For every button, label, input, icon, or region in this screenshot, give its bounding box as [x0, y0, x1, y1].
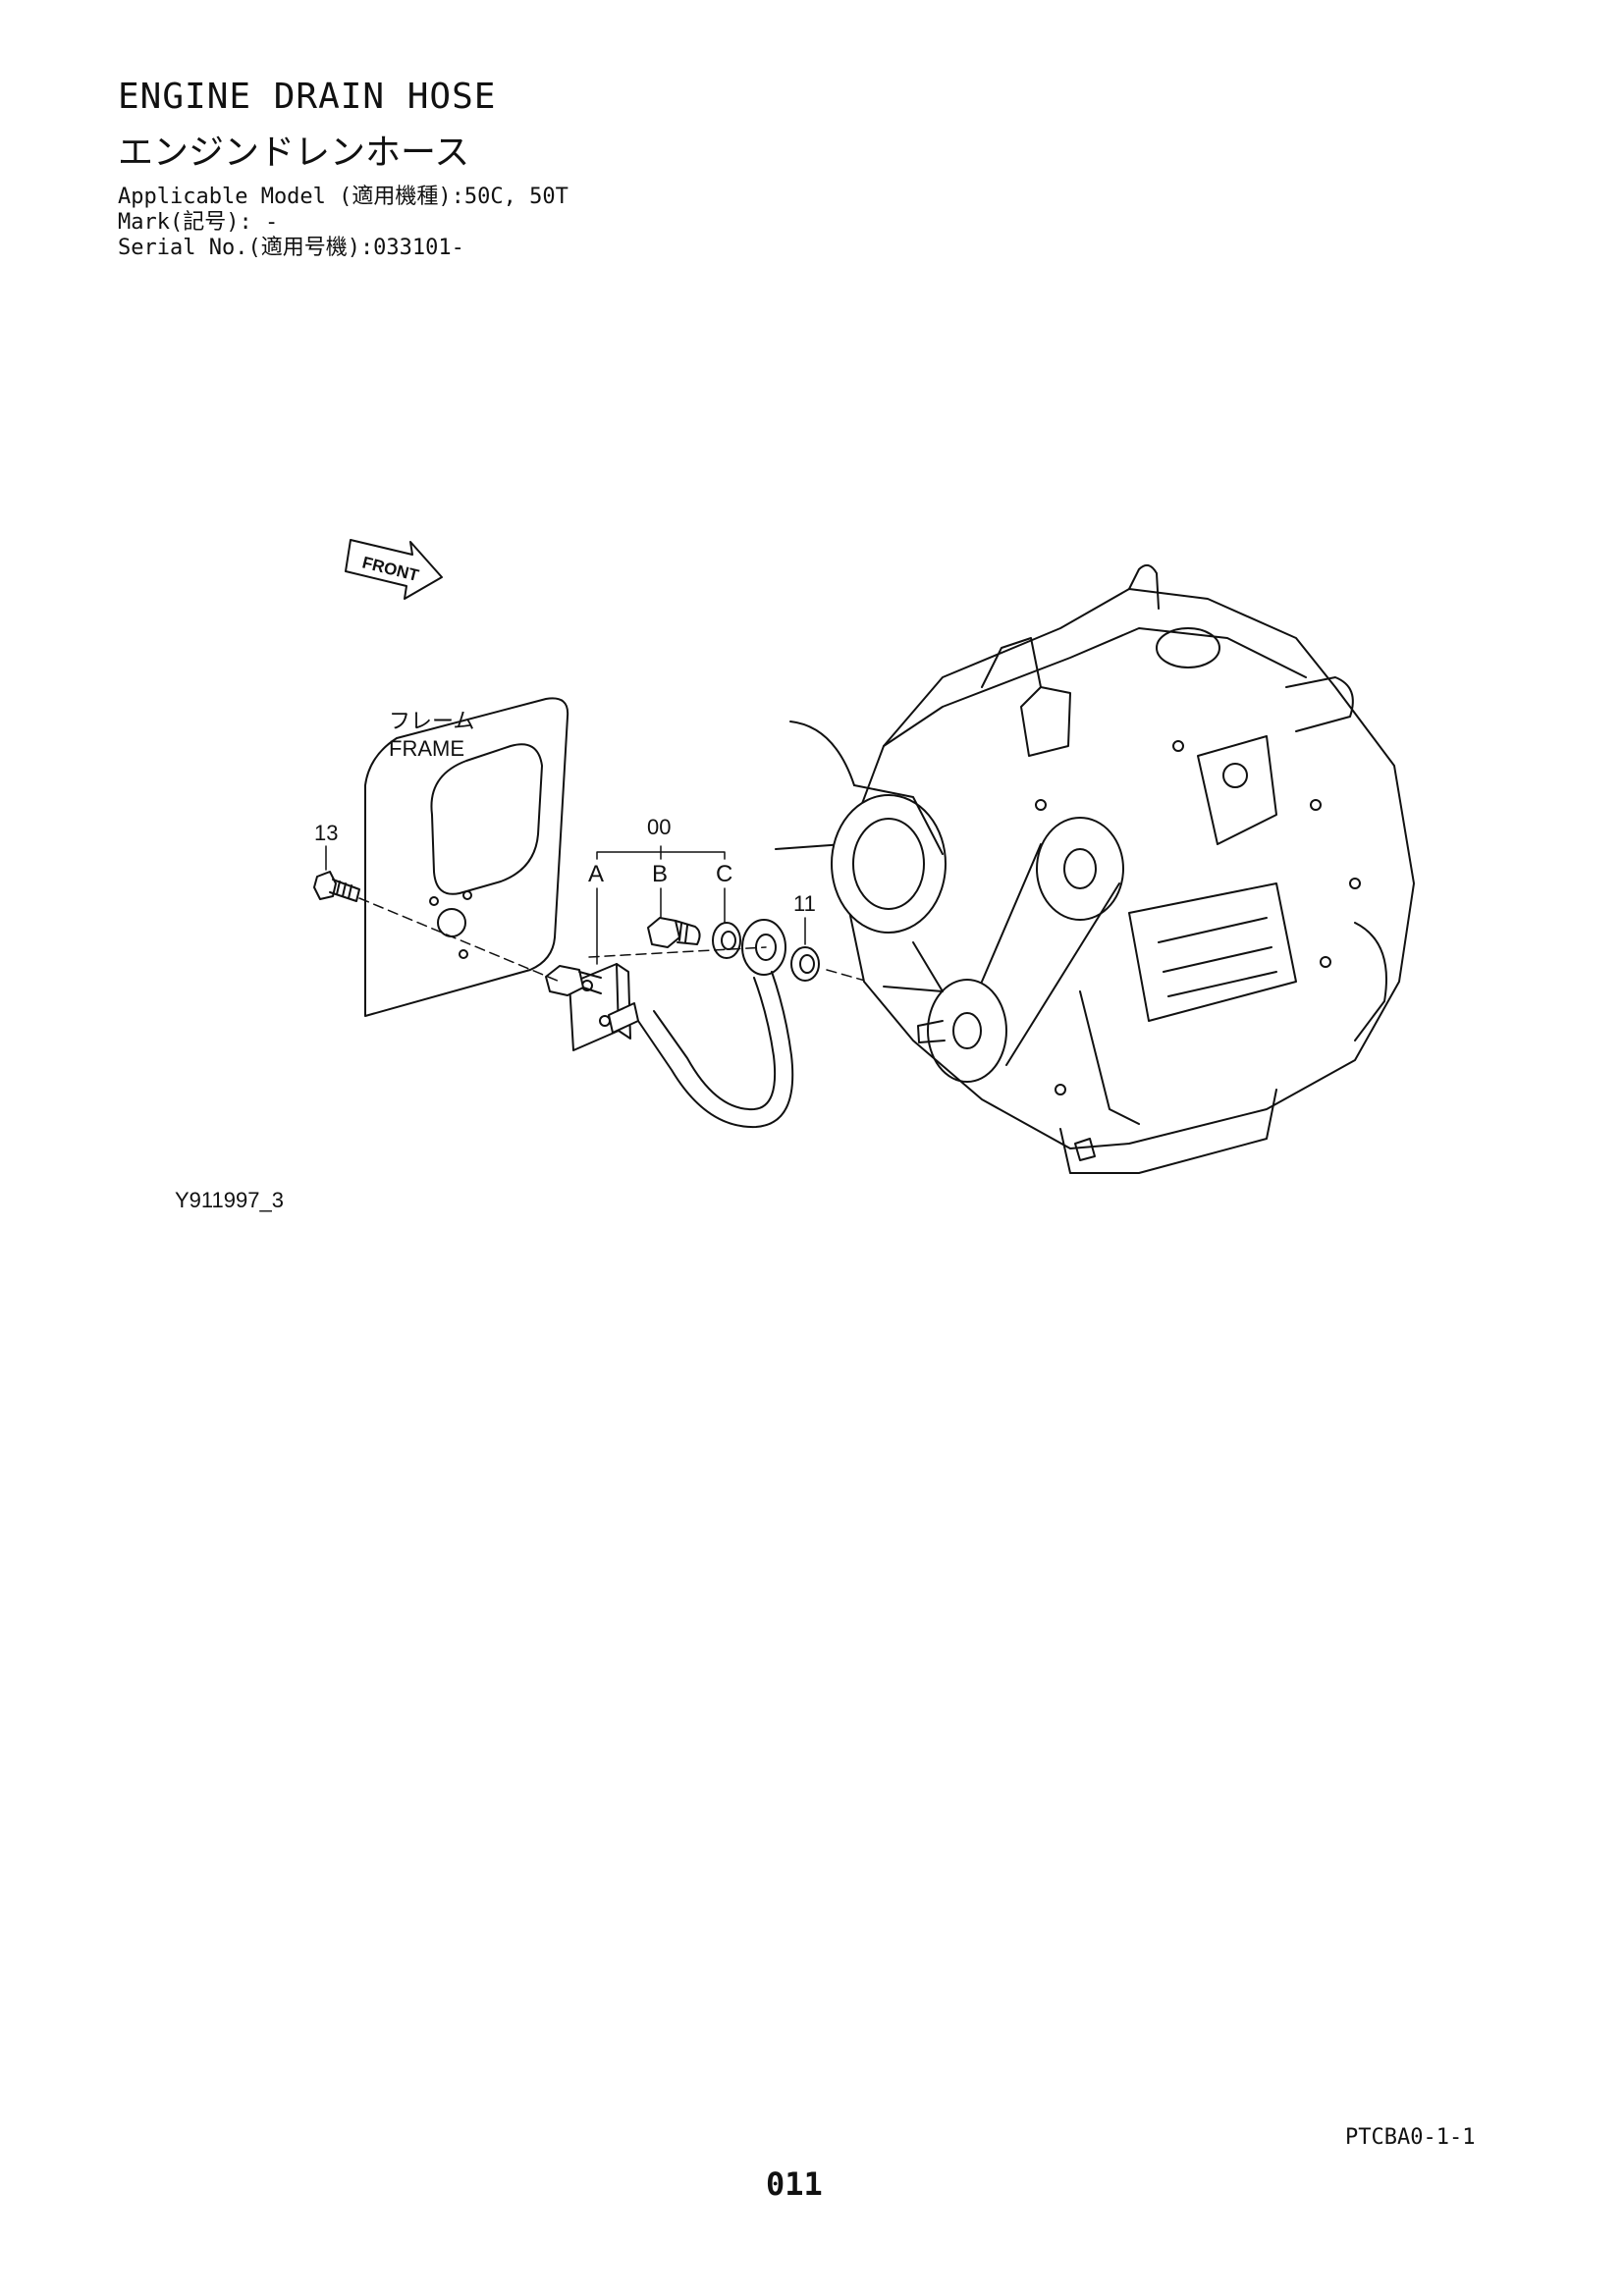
washer-11: [790, 946, 820, 982]
callout-c: C: [716, 861, 732, 887]
leader-bracket-00: [596, 845, 726, 860]
serial-number: Serial No.(適用号機):033101-: [118, 236, 464, 260]
bracket-a: [545, 963, 631, 1051]
front-arrow-icon: [345, 539, 443, 600]
frame-plate: [364, 697, 569, 1017]
frame-label: FRAME: [389, 736, 464, 761]
banjo-bolt-b: [647, 917, 701, 948]
page-number: 011: [766, 2165, 823, 2203]
page-title-japanese: エンジンドレンホース: [118, 133, 470, 173]
callout-13: 13: [314, 821, 338, 845]
mark: Mark(記号): -: [118, 210, 279, 235]
engine-assembly: [775, 563, 1415, 1174]
drain-hose: [608, 919, 794, 1129]
callout-a: A: [588, 861, 604, 887]
bolt-13: [313, 871, 360, 902]
model-info: Applicable Model (適用機種):50C, 50T Mark(記号…: [118, 185, 568, 261]
washer-c: [712, 922, 741, 959]
drawing-code: Y911997_3: [175, 1188, 284, 1212]
callout-b: B: [652, 861, 668, 887]
sheet-reference: PTCBA0-1-1: [1345, 2125, 1476, 2150]
frame-label-japanese: フレーム: [389, 709, 474, 733]
page-title: ENGINE DRAIN HOSE: [118, 77, 497, 117]
callout-11: 11: [793, 891, 816, 916]
callout-00: 00: [647, 815, 671, 839]
applicable-model: Applicable Model (適用機種):50C, 50T: [118, 185, 568, 209]
